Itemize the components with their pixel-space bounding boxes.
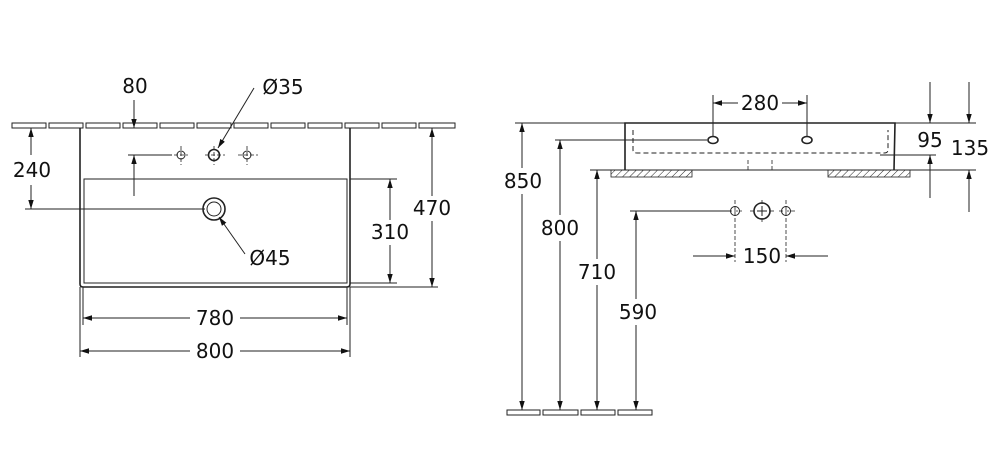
support-right: [827, 169, 911, 178]
label-780: 780: [196, 306, 234, 330]
supply-connections: [728, 200, 797, 262]
label-95: 95: [917, 128, 942, 152]
dimension-800-side: 800: [541, 139, 707, 410]
label-240: 240: [13, 158, 51, 182]
label-diameter-35: Ø35: [262, 75, 303, 99]
dimension-280: 280: [712, 91, 808, 136]
label-280: 280: [741, 91, 779, 115]
dimension-310: 310: [350, 178, 409, 284]
dimension-590: 590: [619, 210, 730, 410]
wall-line: [11, 122, 456, 129]
dimension-240: 240: [8, 128, 205, 210]
dimension-470: 470: [350, 128, 451, 288]
drain-hole: [202, 197, 226, 221]
dimension-drain-hole: Ø45: [218, 216, 291, 270]
label-470: 470: [413, 196, 451, 220]
label-135: 135: [951, 136, 989, 160]
dimension-710: 710: [578, 170, 616, 410]
label-800-height: 800: [541, 216, 579, 240]
label-diameter-45: Ø45: [249, 246, 290, 270]
dimension-135: 135: [910, 82, 989, 212]
tap-hole-left: [707, 135, 719, 145]
label-80: 80: [122, 74, 147, 98]
floor-line: [506, 409, 653, 416]
label-710: 710: [578, 260, 616, 284]
bowl-hidden-line: [632, 130, 889, 154]
basin-profile: [624, 122, 896, 171]
basin-outline: [79, 128, 351, 288]
label-590: 590: [619, 300, 657, 324]
label-800: 800: [196, 339, 234, 363]
side-view: 280 850 800 710 590: [504, 82, 989, 416]
label-150: 150: [743, 244, 781, 268]
tap-hole-right: [801, 135, 813, 145]
bowl-outline: [83, 178, 348, 284]
top-view: 80 Ø35 240 Ø45 310: [8, 74, 456, 363]
tap-holes: [174, 146, 258, 165]
dimension-150: 150: [693, 244, 828, 268]
dimension-95: 95: [880, 82, 976, 198]
dimension-850: 850: [504, 122, 625, 410]
label-850: 850: [504, 169, 542, 193]
dimension-800: 800: [79, 287, 351, 363]
support-left: [610, 169, 693, 178]
label-310: 310: [371, 220, 409, 244]
dimension-tap-hole: Ø35: [217, 75, 304, 149]
dimension-780: 780: [82, 287, 348, 330]
dimension-80: 80: [122, 74, 172, 196]
